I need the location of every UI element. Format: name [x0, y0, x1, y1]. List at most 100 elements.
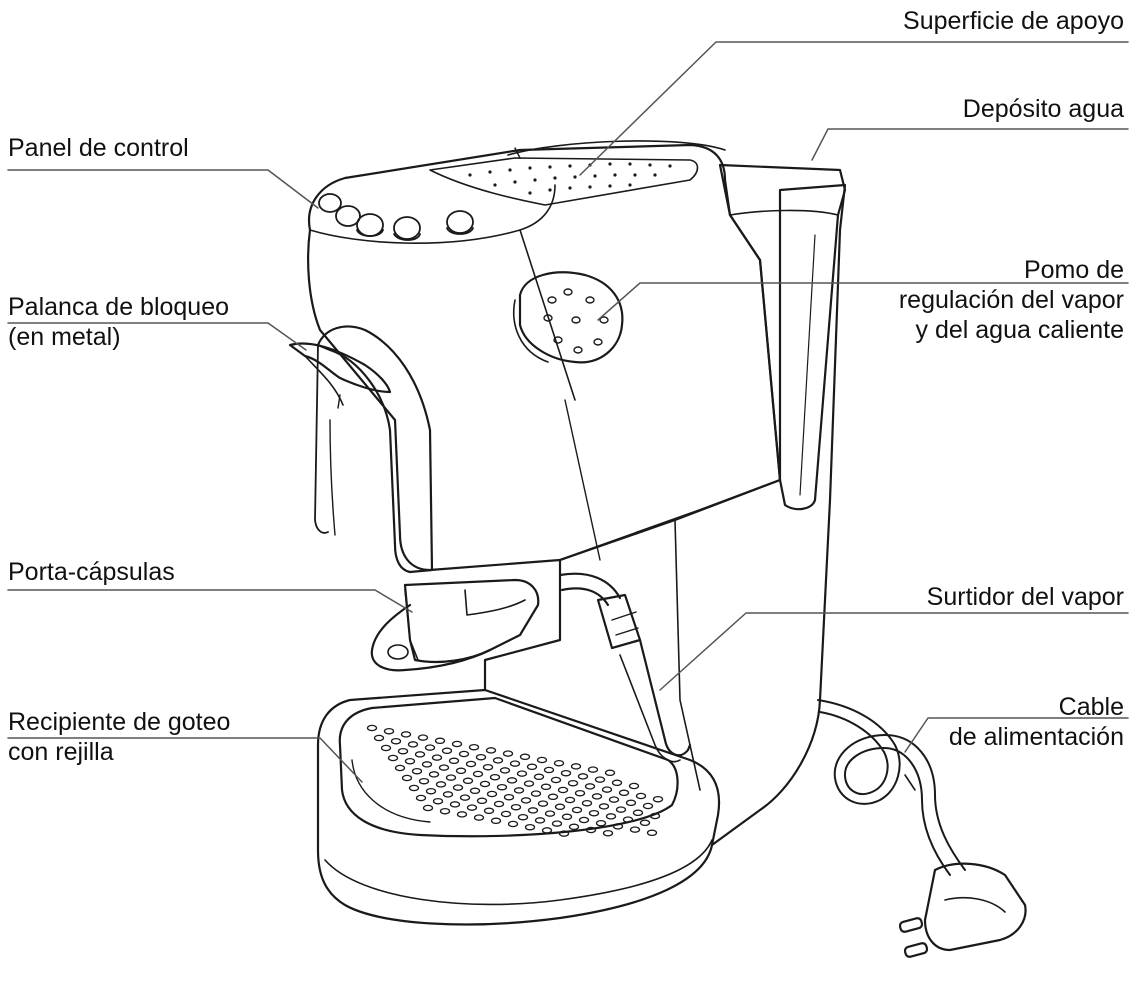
leader-lines [7, 41, 1129, 783]
tray-hole [483, 807, 495, 815]
tray-hole [482, 763, 494, 771]
tray-hole [601, 786, 613, 793]
leader-porta [7, 589, 413, 613]
tray-hole [411, 767, 423, 775]
tray-hole [635, 792, 647, 800]
tray-hole [536, 756, 548, 764]
label-line: y del agua caliente [915, 316, 1124, 344]
leader-cable [904, 717, 1129, 753]
tray-hole [380, 744, 392, 752]
tray-hole [547, 793, 559, 801]
tray-hole [445, 774, 457, 781]
tray-hole [424, 744, 436, 751]
tray-hole [422, 804, 434, 812]
tray-hole [468, 743, 480, 751]
tray-hole [652, 795, 664, 803]
drip-tray-grid [338, 696, 679, 838]
steam-knob [513, 271, 624, 364]
tray-hole [598, 803, 610, 810]
tray-hole [428, 771, 440, 778]
capsule-holder [370, 578, 540, 672]
tray-hole [510, 803, 522, 811]
tray-hole [577, 773, 589, 780]
leader-surtidor [659, 612, 1129, 691]
tray-hole [503, 793, 515, 801]
tray-hole [605, 813, 617, 820]
tray-hole [499, 767, 511, 774]
tray-hole [567, 779, 579, 787]
tray-hole [476, 797, 488, 805]
tray-hole [439, 807, 451, 815]
tray-hole [578, 816, 590, 824]
tray-hole [465, 760, 477, 768]
tray-hole [469, 787, 481, 795]
tray-hole [527, 807, 539, 814]
drip-tray-holes [366, 724, 664, 837]
machine-base [316, 688, 721, 926]
tray-hole [533, 773, 545, 781]
tray-hole [571, 806, 583, 814]
tray-hole [417, 734, 429, 741]
tray-hole [544, 810, 556, 817]
leader-pomo [597, 282, 1129, 321]
leader-deposito [811, 128, 1129, 161]
tray-hole [466, 804, 478, 811]
tray-hole [628, 782, 640, 790]
tray-hole [415, 794, 427, 802]
tray-hole [553, 759, 565, 767]
tray-hole [448, 757, 460, 765]
label-line: Pomo de [1023, 256, 1124, 284]
tray-hole [646, 829, 658, 837]
tray-hole [452, 784, 464, 791]
tray-hole [431, 754, 443, 761]
tray-hole [608, 796, 620, 803]
tray-hole [537, 800, 549, 807]
tray-hole [622, 816, 634, 823]
label-line: (en metal) [8, 323, 121, 351]
label-line: Depósito agua [962, 95, 1124, 123]
tray-hole [564, 796, 576, 804]
tray-hole [421, 761, 433, 768]
tray-hole [434, 737, 446, 745]
tray-hole [615, 806, 627, 813]
tray-hole [554, 803, 566, 811]
label-recipiente-de-goteo: Recipiente de goteo con rejilla [8, 707, 230, 767]
label-line: con rejilla [8, 738, 114, 766]
tray-hole [472, 770, 484, 778]
label-line: Surtidor del vapor [926, 583, 1124, 611]
tray-hole [425, 787, 437, 795]
control-buttons [318, 193, 474, 241]
tray-hole [500, 810, 512, 818]
tray-hole [400, 731, 412, 738]
tray-hole [587, 766, 599, 773]
tray-hole [519, 753, 531, 761]
tray-hole [455, 767, 467, 775]
tray-hole [442, 791, 454, 798]
tray-hole [432, 797, 444, 805]
tray-hole [568, 823, 580, 831]
tray-hole [507, 820, 519, 828]
tray-hole [404, 757, 416, 765]
label-line: Recipiente de goteo [8, 708, 231, 736]
label-panel-de-control: Panel de control [8, 133, 189, 163]
power-cord [817, 699, 966, 876]
tray-hole [540, 783, 552, 791]
tray-hole [489, 773, 501, 781]
tray-hole [584, 783, 596, 790]
cup-rest-dots [468, 162, 672, 195]
tray-hole [456, 811, 468, 818]
tray-hole [485, 747, 497, 754]
tray-hole [581, 799, 593, 807]
tray-hole [585, 826, 597, 834]
tray-hole [502, 750, 514, 757]
tray-hole [496, 783, 508, 791]
label-surtidor-del-vapor: Surtidor del vapor [927, 582, 1124, 612]
tray-hole [517, 813, 529, 821]
label-superficie-de-apoyo: Superficie de apoyo [903, 6, 1124, 36]
tray-hole [418, 777, 430, 785]
tray-hole [557, 786, 569, 794]
tray-hole [595, 819, 607, 827]
locking-lever [288, 325, 434, 574]
label-line: Panel de control [8, 134, 189, 162]
